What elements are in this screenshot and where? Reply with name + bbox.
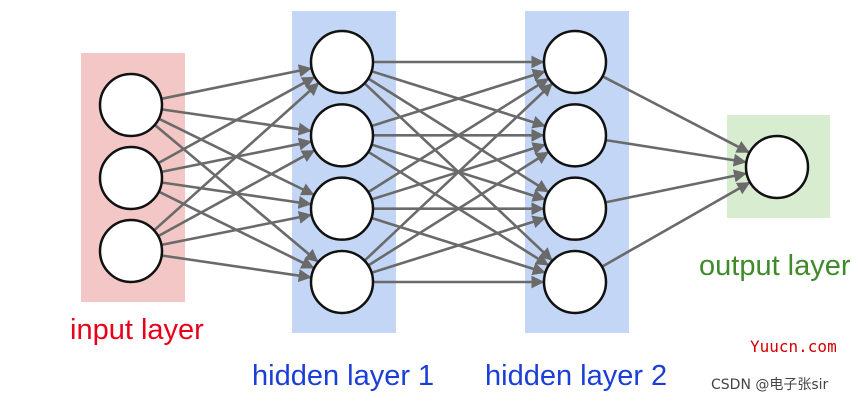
- connection-edge: [157, 149, 316, 238]
- output-neuron-1: [744, 134, 810, 200]
- connection-edge: [605, 169, 747, 204]
- watermark-brand: Yuucn.com: [750, 337, 837, 356]
- output-layer-label: output layer: [699, 250, 851, 282]
- connection-edge: [161, 64, 312, 101]
- input-layer-label: input layer: [70, 314, 204, 346]
- connection-edge: [371, 68, 546, 128]
- connection-edge: [161, 210, 312, 247]
- hidden-layer-1-label: hidden layer 1: [252, 360, 434, 392]
- connection-edge: [161, 254, 312, 283]
- connection-edge: [157, 76, 316, 165]
- hidden2-neuron-4: [542, 249, 608, 315]
- hidden1-neuron-1: [309, 29, 375, 95]
- neurons: [98, 29, 810, 315]
- connection-edge: [153, 82, 320, 232]
- connection-edge: [601, 181, 751, 268]
- connection-edge: [601, 75, 750, 154]
- input-neuron-1: [98, 72, 164, 138]
- hidden1-neuron-3: [309, 176, 375, 241]
- hidden2-neuron-3: [542, 176, 608, 241]
- input-neuron-3: [98, 218, 164, 284]
- hidden2-neuron-2: [542, 103, 608, 168]
- watermark-author: CSDN @电子张sir: [711, 377, 829, 393]
- connection-edge: [605, 138, 747, 167]
- connection-edge: [367, 77, 550, 194]
- hidden1-neuron-4: [309, 249, 375, 315]
- connection-edge: [367, 151, 550, 267]
- hidden2-neuron-1: [542, 29, 608, 95]
- hidden1-neuron-2: [309, 103, 375, 168]
- connection-edges: [153, 55, 751, 289]
- connection-edge: [363, 83, 553, 262]
- input-neuron-2: [98, 145, 164, 211]
- connection-edge: [371, 215, 546, 274]
- hidden-layer-2-label: hidden layer 2: [485, 360, 667, 392]
